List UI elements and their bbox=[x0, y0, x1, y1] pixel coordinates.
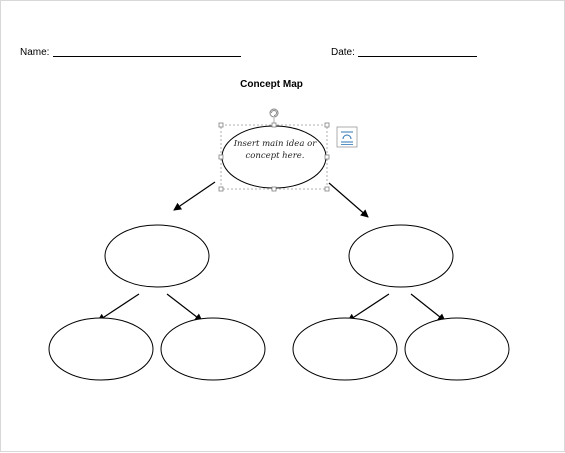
layout-options-icon[interactable] bbox=[336, 126, 358, 148]
resize-handle-bottom-left[interactable] bbox=[218, 186, 224, 192]
arrow-right-to-detail-2 bbox=[410, 293, 446, 322]
date-label: Date: bbox=[331, 47, 355, 58]
resize-handle-bottom-right[interactable] bbox=[324, 186, 330, 192]
detail-ellipse-1[interactable] bbox=[48, 317, 154, 381]
detail-ellipse-2[interactable] bbox=[160, 317, 266, 381]
rotate-handle-icon[interactable] bbox=[269, 108, 279, 123]
name-input-line[interactable] bbox=[53, 56, 241, 57]
date-input-line[interactable] bbox=[358, 56, 477, 57]
resize-handle-top-left[interactable] bbox=[218, 122, 224, 128]
arrow-main-to-left bbox=[173, 181, 216, 211]
arrow-right-to-detail-1 bbox=[347, 293, 390, 322]
detail-ellipse-3[interactable] bbox=[292, 317, 398, 381]
resize-handle-top-right[interactable] bbox=[324, 122, 330, 128]
main-idea-text[interactable]: Insert main idea or concept here. bbox=[233, 139, 317, 161]
subtopic-right-ellipse[interactable] bbox=[348, 224, 454, 288]
resize-handle-right[interactable] bbox=[324, 154, 330, 160]
resize-handle-bottom[interactable] bbox=[271, 186, 277, 192]
arrow-left-to-detail-1 bbox=[97, 293, 140, 322]
detail-ellipse-4[interactable] bbox=[404, 317, 510, 381]
selection-handles[interactable] bbox=[218, 122, 330, 192]
name-label: Name: bbox=[20, 47, 50, 58]
resize-handle-top[interactable] bbox=[271, 122, 277, 128]
arrow-left-to-detail-2 bbox=[166, 293, 203, 322]
resize-handle-left[interactable] bbox=[218, 154, 224, 160]
subtopic-left-ellipse[interactable] bbox=[104, 224, 210, 288]
page-title: Concept Map bbox=[240, 79, 303, 90]
arrow-main-to-right bbox=[328, 182, 369, 218]
